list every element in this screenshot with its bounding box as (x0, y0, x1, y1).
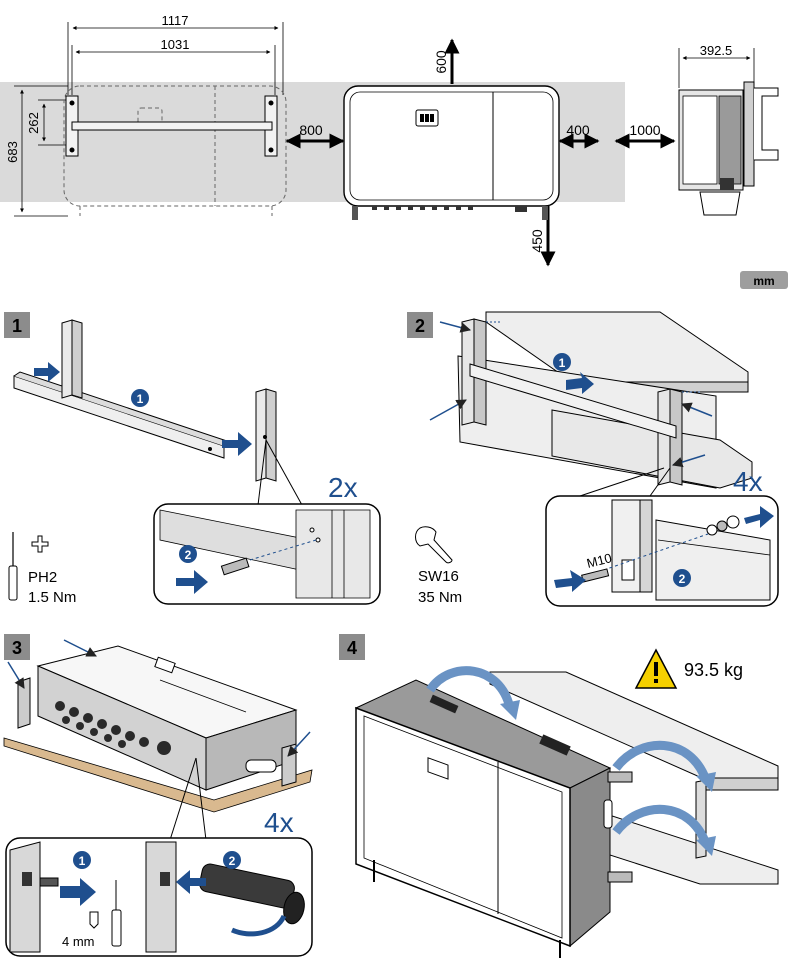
step-badge (339, 634, 365, 660)
screwdriver-icon (111, 909, 122, 947)
substep-badge (131, 389, 149, 407)
dim-height-bracket: 262 (26, 112, 41, 134)
wrench-icon (415, 526, 453, 564)
dim-clearance-top: 600 (433, 50, 449, 74)
dim-clearance-left: 800 (299, 122, 323, 138)
dim-clearance-front: 1000 (629, 122, 660, 138)
screwdriver-icon (8, 532, 49, 601)
screwdriver-torque: 1.5 Nm (28, 589, 76, 606)
wrench-size: SW16 (418, 568, 459, 585)
wrench-torque: 35 Nm (418, 589, 462, 606)
substep-number: 2 (229, 854, 236, 868)
substep-number: 2 (679, 572, 686, 586)
step-2-panel: 2 1 4x (407, 311, 779, 607)
substep-badge (673, 569, 691, 587)
screwdriver-type: PH2 (28, 569, 57, 586)
substep-badge (73, 851, 91, 869)
zoom-detail: 2 (153, 503, 381, 605)
inverter-front (355, 706, 571, 948)
substep-badge (179, 545, 197, 563)
unit-badge-label: mm (753, 274, 774, 288)
step-badge (4, 634, 30, 660)
unit-badge (740, 271, 788, 289)
step-badge (4, 312, 30, 338)
dimension-overview: 1117 1031 683 262 (0, 13, 788, 289)
step-number: 4 (347, 638, 357, 658)
bolt-size: M10 (585, 550, 613, 571)
dim-clearance-right: 400 (566, 122, 590, 138)
substep-number: 1 (79, 854, 86, 868)
insert-arrow (34, 362, 60, 382)
substep-number: 2 (185, 548, 192, 562)
dim-width-bracket: 1031 (161, 37, 190, 52)
substep-badge (553, 353, 571, 371)
substep-number: 1 (137, 392, 144, 406)
inverter-side-view: 392.5 (678, 43, 779, 216)
substep-number: 1 (559, 356, 566, 370)
zoom-detail: 1 2 4 mm (5, 837, 313, 957)
step-number: 1 (12, 316, 22, 336)
dim-width-total: 1117 (162, 13, 189, 28)
step-badge (407, 312, 433, 338)
dim-height-total: 683 (5, 141, 20, 163)
repeat-count: 4x (264, 807, 294, 838)
step-number: 2 (415, 316, 425, 336)
dim-clearance-bottom: 450 (529, 229, 545, 253)
mounting-bracket-front (65, 95, 278, 157)
hex-key-size: 4 mm (62, 934, 95, 949)
step-1-panel: 1 1 2x (4, 312, 381, 606)
inverter-front-view (343, 85, 560, 220)
dim-depth: 392.5 (700, 43, 733, 58)
weight-label: 93.5 kg (684, 660, 743, 680)
substep-badge (223, 851, 241, 869)
insert-arrow (222, 432, 252, 456)
hex-key-icon (89, 911, 99, 929)
step-4-panel: 4 93.5 kg (339, 634, 779, 958)
repeat-count: 4x (733, 466, 763, 497)
step-3-panel: 3 4x (3, 634, 313, 957)
zoom-detail: M10 2 (545, 495, 779, 607)
step-number: 3 (12, 638, 22, 658)
repeat-count: 2x (328, 472, 358, 503)
